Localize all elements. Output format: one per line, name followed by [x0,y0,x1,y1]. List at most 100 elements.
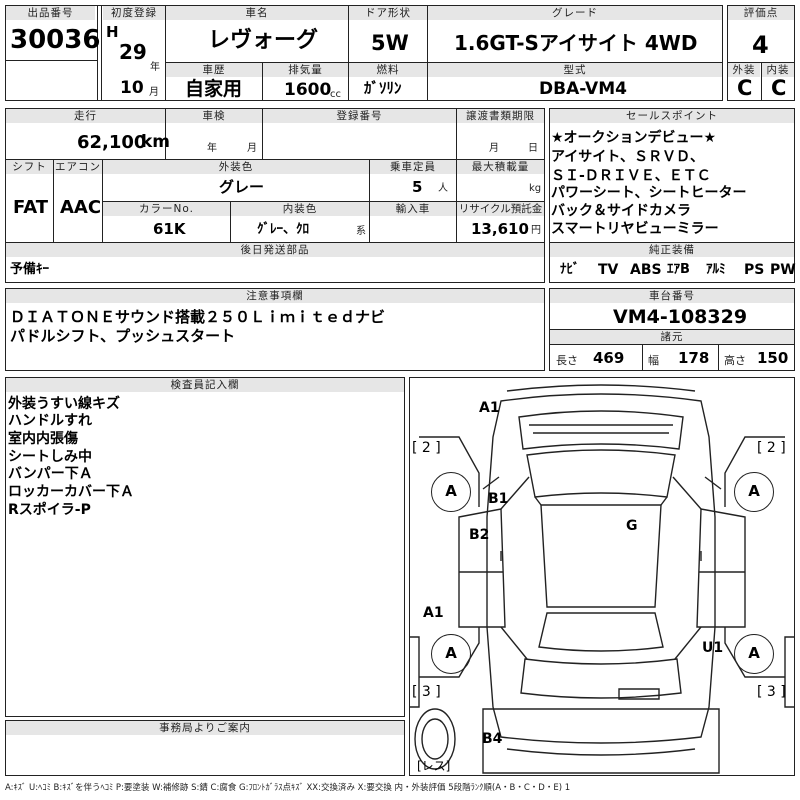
tire-front-right: A [734,472,774,512]
grade-label: グレード [428,6,722,20]
transfer-month-unit: 月 [489,143,499,154]
tread-depth: [ 3 ] [412,684,441,700]
tire-rear-right: A [734,634,774,674]
equipment-label: 純正装備 [550,243,794,257]
width-value: 178 [678,349,710,367]
capacity: 5 [412,178,423,196]
door-type: 5W [371,31,409,55]
equipment-item: ｴｱB [667,262,690,277]
sales-point-item: バック＆サイドカメラ [551,203,691,219]
capacity-unit: 人 [438,183,448,194]
inspector-line: シートしみ中 [8,449,92,465]
interior-label: 内装 [762,63,794,77]
ext-color: グレー [219,178,265,196]
exterior-label: 外装 [728,63,760,77]
transfer-day-unit: 日 [528,143,538,154]
shift-label: シフト [6,160,53,174]
tire-front-left: A [431,472,471,512]
fuel-label: 燃料 [349,63,427,77]
tread-depth: [ 2 ] [757,440,786,456]
color-no-label: カラーNo. [103,202,230,216]
equipment-item: PW [770,262,796,278]
shift-type: FAT [13,197,49,218]
width-label: 幅 [648,354,659,367]
history-label: 車歴 [166,63,262,77]
office-label: 事務局よりご案内 [6,721,404,735]
spare-tire-note: [レス] [417,759,451,773]
ext-color-label: 外装色 [103,160,369,174]
dims-label: 諸元 [550,330,794,344]
interior-grade: C [771,76,787,100]
lot-number: 30036 [10,25,101,55]
chassis-label: 車台番号 [550,289,794,303]
inspection-year-unit: 年 [207,143,217,154]
inspector-label: 検査員記入欄 [6,378,404,392]
inspector-block [5,377,405,717]
damage-mark: B2 [469,527,490,543]
inspector-line: ロッカーカバー下Ａ [8,484,134,500]
recycle-label: リサイクル預託金 [457,202,544,216]
door-label: ドア形状 [349,6,427,20]
import-label: 輸入車 [370,202,456,216]
inspector-line: ハンドルすれ [8,413,92,429]
height-label: 高さ [724,354,746,367]
equipment-item: ﾅﾋﾞ [560,262,580,277]
int-color-unit: 系 [356,226,366,237]
tire-mark: A [445,644,457,662]
displacement-unit: cc [330,89,341,100]
tire-mark: A [748,482,760,500]
score: 4 [752,31,769,59]
car-history: 自家用 [185,78,243,100]
car-name: レヴォーグ [208,28,319,53]
score-label: 評価点 [728,6,794,20]
length-label: 長さ [556,354,578,367]
inspector-line: Rスポイラ-P [8,502,91,518]
length-value: 469 [593,349,625,367]
damage-mark: A1 [479,400,500,416]
reg-year: 29 [119,40,147,64]
transfer-label: 譲渡書類期限 [457,109,544,123]
model-code: DBA-VM4 [539,79,627,99]
damage-mark: B1 [488,491,509,507]
legend: A:ｷｽﾞ U:ﾍｺﾐ B:ｷｽﾞを伴うﾍｺﾐ P:要塗装 W:補修跡 S:錆 … [5,783,571,793]
damage-mark: A1 [423,605,444,621]
equipment-item: ｱﾙﾐ [706,262,726,277]
ac-type: AAC [60,197,102,218]
inspector-line: 室内内張傷 [8,431,78,447]
sales-point-item: アイサイト、ＳＲＶＤ、 [551,149,705,165]
chassis-number: VM4-108329 [613,306,748,328]
sales-point-item: ＳＩ-ＤＲＩＶＥ、ＥＴＣ [551,168,711,184]
later-parts-label: 後日発送部品 [6,243,544,257]
grade: 1.6GT-Sアイサイト 4WD [454,31,698,55]
capacity-label: 乗車定員 [370,160,456,174]
displacement-label: 排気量 [263,63,348,77]
reg-month: 10 [120,78,144,98]
max-load-label: 最大積載量 [457,160,544,174]
later-parts: 予備ｷｰ [10,262,50,277]
model-label: 型式 [428,63,722,77]
tread-depth: [ 2 ] [412,440,441,456]
first-reg-label: 初度登録 [103,6,165,20]
damage-mark: B4 [482,731,503,747]
equipment-item: ABS [630,262,662,278]
lot-label: 出品番号 [6,6,95,20]
reg-no-label: 登録番号 [263,109,456,123]
fuel: ｶﾞｿﾘﾝ [364,79,402,97]
mileage-label: 走行 [6,109,165,123]
int-color: ｸﾞﾚｰ、ｸﾛ [257,222,310,237]
tire-mark: A [748,644,760,662]
int-color-label: 内装色 [231,202,369,216]
height-value: 150 [757,349,789,367]
color-number: 61K [153,220,186,238]
equipment-item: PS [744,262,765,278]
inspector-line: バンパー下Ａ [8,466,93,482]
inspection-month-unit: 月 [247,143,257,154]
sales-points-label: セールスポイント [550,109,794,123]
mileage: 62,100 [77,132,147,153]
recycle-unit: 円 [531,225,541,236]
header-block [5,5,723,101]
sales-point-item: パワーシート、シートヒーター [551,185,747,201]
inspection-label: 車検 [166,109,262,123]
max-load-unit: kg [529,183,542,194]
name-label: 車名 [166,6,348,20]
